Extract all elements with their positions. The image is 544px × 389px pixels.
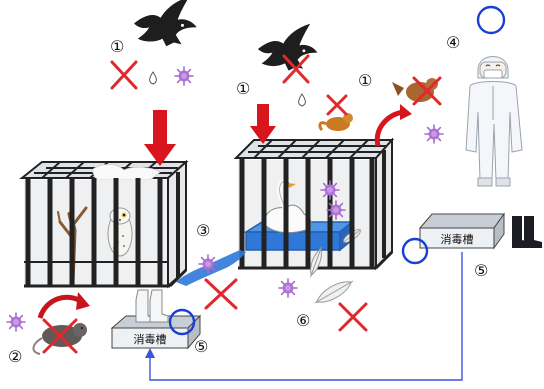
droplet-icon <box>150 72 157 84</box>
virus-icon <box>425 125 443 143</box>
virus-icon <box>279 279 297 297</box>
virus-icon <box>199 255 217 273</box>
boots-icon <box>512 216 542 248</box>
left-cage <box>22 162 186 286</box>
virus-icon <box>175 67 193 85</box>
step-marker-4: ④ <box>446 33 460 52</box>
step-marker-1: ① <box>110 37 124 56</box>
approve-circle-icon <box>478 7 504 33</box>
cross-mark-icon <box>112 62 136 88</box>
weasel-icon <box>320 113 353 131</box>
worker-icon <box>466 57 522 187</box>
curved-arrow-icon <box>40 292 90 318</box>
step-marker-5: ⑤ <box>474 261 488 280</box>
disinfection-tank-label-right: 消毒槽 <box>441 232 474 246</box>
step-marker-5: ⑤ <box>194 337 208 356</box>
boots-icon <box>136 290 168 322</box>
step-marker-1: ① <box>358 71 372 90</box>
step-marker-2: ② <box>8 347 22 366</box>
arrow-down-icon <box>250 104 276 144</box>
connector-arrowhead <box>145 348 155 358</box>
disinfection-tank-right: 消毒槽 <box>420 214 504 248</box>
disinfection-tank-label-left: 消毒槽 <box>134 332 167 346</box>
step-marker-3: ③ <box>196 221 210 240</box>
sparrow-icon <box>392 78 438 102</box>
step-marker-6: ⑥ <box>296 311 310 330</box>
owl-icon <box>108 208 132 256</box>
right-cage <box>236 140 392 268</box>
arrow-down-icon <box>144 110 176 166</box>
crow-icon <box>258 24 317 71</box>
rat-icon <box>33 323 87 354</box>
approve-circle-icon <box>403 239 427 263</box>
droplet-icon <box>299 94 306 106</box>
step-marker-1: ① <box>236 79 250 98</box>
feather-icon <box>312 276 356 308</box>
cross-mark-icon <box>206 280 236 308</box>
cross-mark-icon <box>328 96 346 114</box>
crow-icon <box>134 0 197 46</box>
virus-icon <box>7 313 25 331</box>
cross-mark-icon <box>340 304 366 330</box>
virus-icon <box>327 201 345 219</box>
virus-icon <box>321 181 339 199</box>
